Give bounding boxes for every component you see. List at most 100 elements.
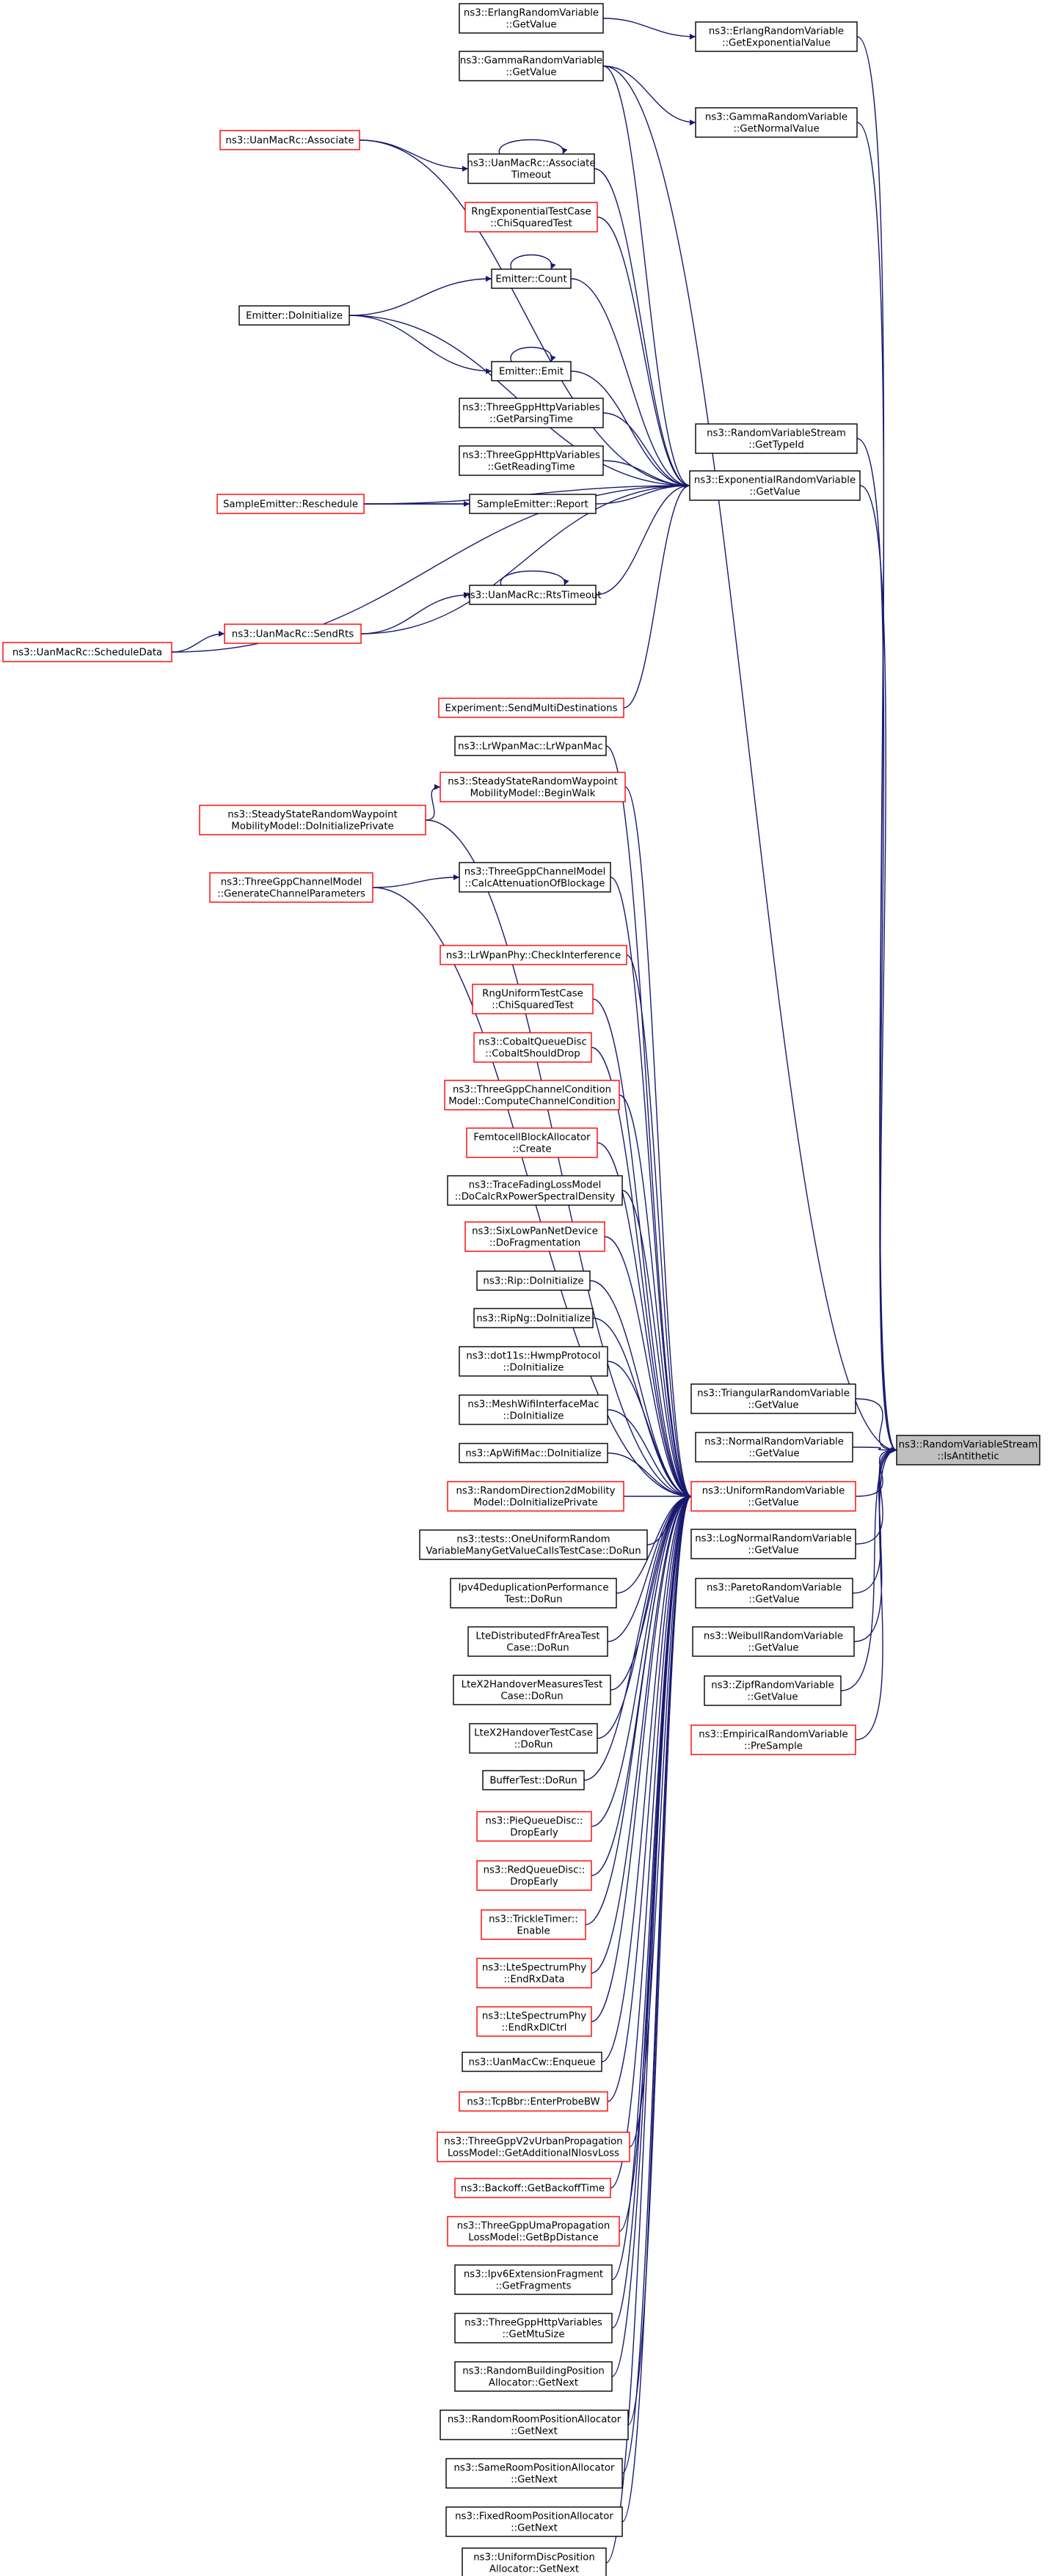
node-trickle[interactable]: ns3::TrickleTimer::Enable [481,1909,586,1940]
node-lrwpan_phy[interactable]: ns3::LrWpanPhy::CheckInterference [440,945,627,965]
node-box [453,1675,611,1705]
node-label-line: ::GetParsingTime [489,414,573,425]
node-tgpp_calcatt[interactable]: ns3::ThreeGppChannelModel::CalcAttenuati… [459,862,611,893]
node-tgpp_v2v[interactable]: ns3::ThreeGppV2vUrbanPropagationLossMode… [437,2132,630,2162]
node-ipv6frag[interactable]: ns3::Ipv6ExtensionFragment::GetFragments [454,2264,613,2295]
edge-femto-to-uni_get [597,1142,692,1499]
edge-rng_uni_test-to-uni_get [592,998,692,1499]
node-rrpos[interactable]: ns3::RandomRoomPositionAllocator::GetNex… [440,2409,629,2440]
node-uni_get[interactable]: ns3::UniformRandomVariable::GetValue [690,1481,856,1512]
node-uan_schedule[interactable]: ns3::UanMacRc::ScheduleData [2,642,172,662]
node-label-line: ns3::WeibullRandomVariable [704,1631,843,1642]
node-uan_rts_to[interactable]: ns3::UanMacRc::RtsTimeout [464,585,602,605]
node-erlang_get[interactable]: ns3::ErlangRandomVariable::GetValue [459,3,604,34]
node-lrwpan_mac[interactable]: ns3::LrWpanMac::LrWpanMac [454,736,607,756]
node-emitter_count[interactable]: Emitter::Count [491,268,572,289]
node-box [216,494,365,514]
node-box [464,202,598,233]
node-meshwifi_init[interactable]: ns3::MeshWifiInterfaceMac::DoInitialize [459,1394,608,1425]
node-label-line: ::Create [512,1144,551,1155]
node-lte_rxdata[interactable]: ns3::LteSpectrumPhy::EndRxData [476,1958,592,1988]
node-http_parse[interactable]: ns3::ThreeGppHttpVariables::GetParsingTi… [459,398,604,428]
node-tgpp_uma[interactable]: ns3::ThreeGppUmaPropagationLossModel::Ge… [447,2216,620,2247]
node-sample_resched[interactable]: SampleEmitter::Reschedule [216,494,365,514]
node-rip_init[interactable]: ns3::Rip::DoInitialize [476,1270,591,1291]
node-cobalt[interactable]: ns3::CobaltQueueDisc::CobaltShouldDrop [473,1032,592,1063]
node-http_read[interactable]: ns3::ThreeGppHttpVariables::GetReadingTi… [459,445,604,476]
node-buffertest[interactable]: BufferTest::DoRun [482,1770,585,1790]
node-tgpp_cond[interactable]: ns3::ThreeGppChannelConditionModel::Comp… [444,1080,620,1110]
edge-ssrwp_begin-to-uni_get [624,786,692,1499]
node-ssrwp_begin[interactable]: ns3::SteadyStateRandomWaypointMobilityMo… [440,772,626,802]
node-label-line: ns3::Ipv6ExtensionFragment [464,2269,603,2280]
root-node[interactable]: ns3::RandomVariableStream::IsAntithetic [896,1435,1040,1466]
node-label-line: ::GetFragments [495,2281,571,2292]
node-rbpos[interactable]: ns3::RandomBuildingPositionAllocator::Ge… [454,2361,613,2392]
node-rvs_typeid[interactable]: ns3::RandomVariableStream::GetTypeId [695,423,858,454]
node-ripng_init[interactable]: ns3::RipNg::DoInitialize [473,1308,594,1328]
node-sample_report[interactable]: SampleEmitter::Report [469,494,597,514]
node-uan_associate[interactable]: ns3::UanMacRc::Associate [219,130,360,150]
node-apwifi_init[interactable]: ns3::ApWifiMac::DoInitialize [459,1443,608,1463]
node-emitter_emit[interactable]: Emitter::Emit [491,361,572,381]
node-lte_rxdl[interactable]: ns3::LteSpectrumPhy::EndRxDlCtrl [476,2006,592,2037]
node-box [454,736,607,756]
node-zipf_get[interactable]: ns3::ZipfRandomVariable::GetValue [704,1675,842,1706]
node-label-line: ns3::Backoff::GetBackoffTime [461,2184,605,2195]
node-hwmp_init[interactable]: ns3::dot11s::HwmpProtocol::DoInitialize [459,1346,608,1377]
node-femto[interactable]: FemtocellBlockAllocator::Create [466,1127,598,1158]
edge-apwifi_init-to-uni_get [607,1452,692,1499]
node-box [692,1626,855,1657]
node-label-line: ns3::LteSpectrumPhy [482,2011,586,2022]
node-emitter_init[interactable]: Emitter::DoInitialize [238,305,350,326]
node-rng_uni_test[interactable]: RngUniformTestCase::ChiSquaredTest [472,984,594,1014]
node-label-line: ::GetExponentialValue [722,38,831,49]
node-ssrwp_init[interactable]: ns3::SteadyStateRandomWaypointMobilityMo… [199,805,426,835]
node-red[interactable]: ns3::RedQueueDisc::DropEarly [476,1860,592,1891]
node-box [459,2091,608,2112]
node-one_uniform[interactable]: ns3::tests::OneUniformRandomVariableMany… [419,1529,648,1560]
node-tcpbbr[interactable]: ns3::TcpBbr::EnterProbeBW [459,2091,608,2112]
edge-erlang_exp-to-root [856,36,897,1453]
node-label-line: ns3::NormalRandomVariable [704,1437,844,1448]
edge-gamma_get-to-exp_get [602,65,690,489]
edge-tcpbbr-to-uni_get [607,1493,692,2102]
node-label-line: ns3::ThreeGppUmaPropagation [457,2221,610,2232]
node-rd2d_init[interactable]: ns3::RandomDirection2dMobilityModel::DoI… [447,1481,624,1512]
node-ltex2[interactable]: LteX2HandoverTestCase::DoRun [469,1723,598,1754]
node-emp_pre[interactable]: ns3::EmpiricalRandomVariable::PreSample [690,1724,856,1755]
node-uancw[interactable]: ns3::UanMacCw::Enqueue [462,2052,602,2072]
node-uan_sendrts[interactable]: ns3::UanMacRc::SendRts [224,623,362,644]
node-box [704,1675,842,1706]
node-http_mtu[interactable]: ns3::ThreeGppHttpVariables::GetMtuSize [454,2313,613,2343]
node-pie[interactable]: ns3::PieQueueDisc::DropEarly [476,1811,592,1842]
node-norm_get[interactable]: ns3::NormalRandomVariable::GetValue [695,1432,853,1463]
node-box [440,945,627,965]
node-weibull_get[interactable]: ns3::WeibullRandomVariable::GetValue [692,1626,855,1657]
node-udpos[interactable]: ns3::UniformDiscPositionAllocator::GetNe… [462,2547,607,2576]
node-box [467,153,595,184]
node-experiment_send[interactable]: Experiment::SendMultiDestinations [438,698,624,718]
node-backoff[interactable]: ns3::Backoff::GetBackoffTime [454,2178,611,2198]
node-gamma_norm[interactable]: ns3::GammaRandomVariable::GetNormalValue [695,107,858,138]
node-sixlowpan[interactable]: ns3::SixLowPanNetDevice::DoFragmentation [464,1221,605,1252]
node-pareto_get[interactable]: ns3::ParetoRandomVariable::GetValue [695,1578,853,1609]
node-tri_get[interactable]: ns3::TriangularRandomVariable::GetValue [690,1383,856,1414]
node-exp_get[interactable]: ns3::ExponentialRandomVariable::GetValue [689,470,861,501]
node-tgpp_genparams[interactable]: ns3::ThreeGppChannelModel::GenerateChann… [209,872,373,903]
node-gamma_get[interactable]: ns3::GammaRandomVariable::GetValue [459,51,604,81]
node-srpos[interactable]: ns3::SameRoomPositionAllocator::GetNext [445,2458,623,2489]
edge-uan_rts_to-to-exp_get [595,483,690,596]
node-tracefading[interactable]: ns3::TraceFadingLossModel::DoCalcRxPower… [447,1175,623,1206]
node-lognorm_get[interactable]: ns3::LogNormalRandomVariable::GetValue [690,1529,856,1559]
node-label-line: ns3::ThreeGppV2vUrbanPropagation [444,2137,622,2148]
node-erlang_exp[interactable]: ns3::ErlangRandomVariable::GetExponentia… [695,21,858,52]
node-frpos[interactable]: ns3::FixedRoomPositionAllocator::GetNext [445,2506,623,2537]
edge-tracefading-to-uni_get [621,1190,692,1499]
node-label-line: Ipv4DeduplicationPerformance [459,1583,609,1594]
node-rng_exp_test[interactable]: RngExponentialTestCase::ChiSquaredTest [464,202,598,233]
